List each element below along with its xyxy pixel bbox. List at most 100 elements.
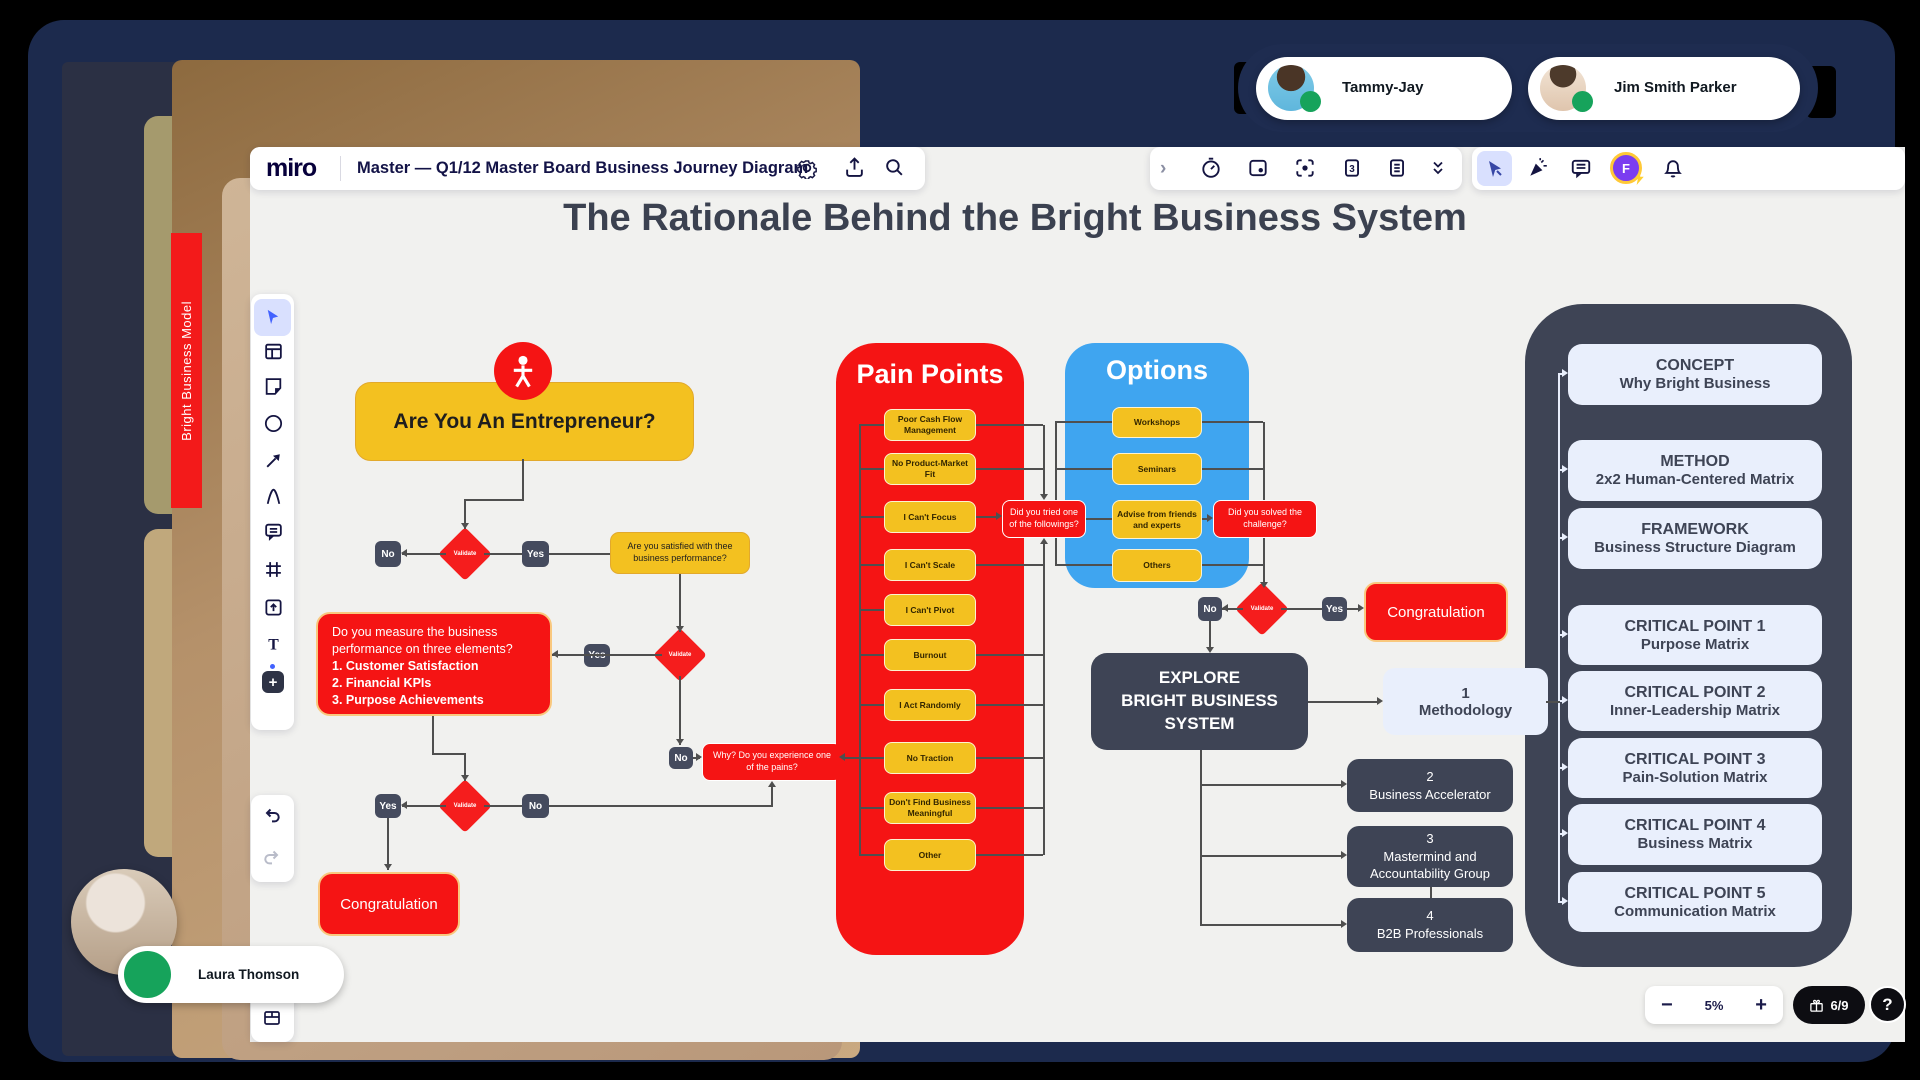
options-panel[interactable]: Options Workshops Seminars Advise from f… xyxy=(1065,343,1249,588)
arrowhead xyxy=(401,801,407,809)
frame-tool[interactable] xyxy=(261,557,285,581)
pain-item[interactable]: Don't Find Business Meaningful xyxy=(884,792,976,824)
no-node[interactable]: No xyxy=(522,794,549,818)
notifications-bell-icon[interactable] xyxy=(1662,157,1684,179)
entrepreneur-person-badge[interactable] xyxy=(494,342,552,400)
program-number: 4 xyxy=(1426,908,1434,924)
user-avatar-f[interactable]: F xyxy=(1610,152,1644,185)
connector-bus xyxy=(1055,422,1057,565)
connector xyxy=(859,564,884,566)
no-node[interactable]: No xyxy=(1198,597,1222,621)
rewards-button[interactable]: 6/9 xyxy=(1793,986,1865,1024)
arrowhead xyxy=(1341,780,1347,788)
text-tool[interactable]: T xyxy=(261,632,285,656)
miro-canvas[interactable]: miro Master — Q1/12 Master Board Busines… xyxy=(250,147,1906,1042)
program-methodology-node[interactable]: 1 Methodology xyxy=(1383,668,1548,735)
help-button[interactable]: ? xyxy=(1869,986,1906,1023)
pain-item[interactable]: I Act Randomly xyxy=(884,689,976,721)
miro-logo[interactable]: miro xyxy=(266,154,317,182)
program-mastermind-node[interactable]: 3 Mastermind and Accountability Group xyxy=(1347,826,1513,887)
arrowhead xyxy=(1562,829,1568,837)
board-title[interactable]: Master — Q1/12 Master Board Business Jou… xyxy=(357,159,809,177)
arrowhead xyxy=(384,864,392,870)
search-icon[interactable] xyxy=(884,157,905,178)
more-tools-button[interactable]: + xyxy=(261,664,285,694)
screen-focus-icon[interactable] xyxy=(1294,157,1316,179)
flow-start-node[interactable]: Are You An Entrepreneur? xyxy=(355,382,694,461)
satisfied-question-node[interactable]: Are you satisfied with thee business per… xyxy=(610,532,750,574)
yes-node[interactable]: Yes xyxy=(375,794,401,818)
no-node[interactable]: No xyxy=(669,747,693,769)
collaborator-pill-tammy[interactable]: Tammy-Jay xyxy=(1256,57,1512,120)
pain-item[interactable]: Burnout xyxy=(884,639,976,671)
notes-icon[interactable] xyxy=(1386,157,1408,179)
solved-question-node[interactable]: Did you solved the challenge? xyxy=(1213,500,1317,538)
pain-item[interactable]: No Product-Market Fit xyxy=(884,453,976,485)
export-icon[interactable] xyxy=(844,157,865,178)
option-item[interactable]: Others xyxy=(1112,549,1202,582)
option-item[interactable]: Advise from friends and experts xyxy=(1112,500,1202,539)
congratulation-node[interactable]: Congratulation xyxy=(318,872,460,936)
pain-item[interactable]: I Can't Scale xyxy=(884,549,976,581)
option-item[interactable]: Workshops xyxy=(1112,407,1202,438)
yes-node[interactable]: Yes xyxy=(522,541,549,567)
congratulation-label: Congratulation xyxy=(340,895,438,913)
zoom-level[interactable]: 5% xyxy=(1704,997,1724,1013)
no-node[interactable]: No xyxy=(375,541,401,567)
yes-node[interactable]: Yes xyxy=(1322,597,1347,621)
congratulation-node-2[interactable]: Congratulation xyxy=(1364,582,1508,642)
connector xyxy=(1209,621,1211,649)
expand-chevron-icon[interactable]: › xyxy=(1160,158,1167,179)
frames-list-icon[interactable] xyxy=(262,1008,282,1028)
collapse-double-chevron-icon[interactable] xyxy=(1428,157,1448,179)
zoom-out-button[interactable]: − xyxy=(1661,993,1673,1016)
timer-icon[interactable] xyxy=(1200,157,1222,179)
select-tool-active[interactable] xyxy=(254,299,291,336)
agenda-icon[interactable]: 3 xyxy=(1341,157,1363,179)
collaborator-pill-laura[interactable]: Laura Thomson xyxy=(118,946,344,1003)
pain-item[interactable]: I Can't Focus xyxy=(884,501,976,533)
option-item[interactable]: Seminars xyxy=(1112,453,1202,485)
measure-question-node[interactable]: Do you measure the business performance … xyxy=(316,612,552,716)
explore-system-node[interactable]: EXPLORE BRIGHT BUSINESS SYSTEM xyxy=(1091,653,1308,750)
redo-button[interactable] xyxy=(262,847,282,867)
program-accelerator-node[interactable]: 2 Business Accelerator xyxy=(1347,759,1513,812)
why-pains-node[interactable]: Why? Do you experience one of the pains? xyxy=(702,743,842,781)
settings-gear-icon[interactable] xyxy=(796,157,818,179)
sticky-note-tool[interactable] xyxy=(261,374,285,398)
tried-question-node[interactable]: Did you tried one of the followings? xyxy=(1002,500,1086,538)
pen-tool[interactable] xyxy=(261,484,285,508)
connector xyxy=(432,753,466,755)
pain-item[interactable]: Poor Cash Flow Management xyxy=(884,409,976,441)
pain-item[interactable]: I Can't Pivot xyxy=(884,594,976,626)
connection-line-tool[interactable] xyxy=(261,448,285,472)
bright-business-model-tab[interactable]: Bright Business Model xyxy=(171,233,202,508)
pain-item[interactable]: Other xyxy=(884,839,976,871)
pain-item[interactable]: No Traction xyxy=(884,742,976,774)
undo-button[interactable] xyxy=(262,805,282,825)
celebration-icon[interactable] xyxy=(1527,157,1549,179)
follow-cursor-button[interactable] xyxy=(1477,151,1512,186)
collaborator-pill-jim[interactable]: Jim Smith Parker xyxy=(1528,57,1800,120)
pain-points-panel[interactable]: Pain Points Poor Cash Flow Management No… xyxy=(836,343,1024,955)
comments-icon[interactable] xyxy=(1570,157,1592,179)
zoom-in-button[interactable]: + xyxy=(1755,993,1767,1016)
shape-tool[interactable] xyxy=(261,411,285,435)
frame-capture-icon[interactable] xyxy=(1247,157,1269,179)
program-b2b-node[interactable]: 4 B2B Professionals xyxy=(1347,898,1513,952)
comment-tool[interactable] xyxy=(261,519,285,543)
validate-label: Validate xyxy=(1250,606,1274,612)
diagram-title[interactable]: The Rationale Behind the Bright Business… xyxy=(563,197,1467,239)
templates-tool[interactable] xyxy=(261,339,285,363)
upload-tool[interactable] xyxy=(261,595,285,619)
connector xyxy=(976,424,1043,426)
